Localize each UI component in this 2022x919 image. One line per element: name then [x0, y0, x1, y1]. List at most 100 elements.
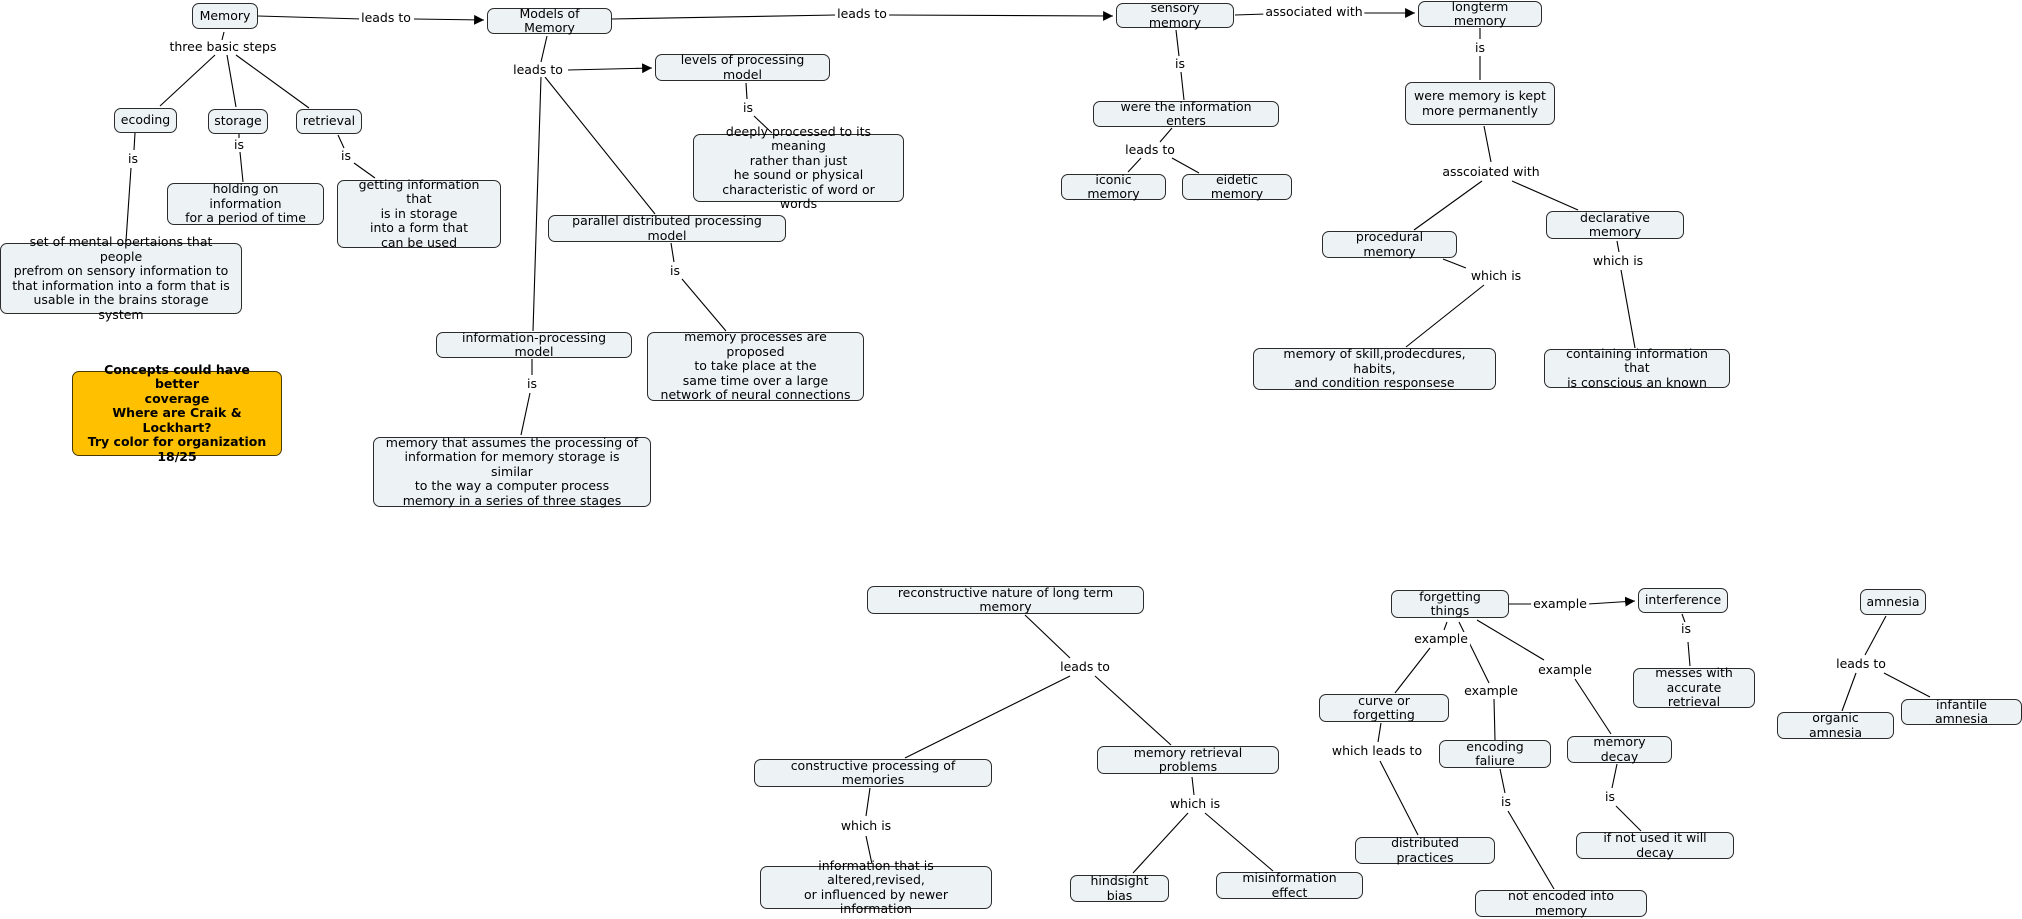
connector — [1413, 180, 1483, 231]
connector — [1024, 614, 1071, 659]
connector — [221, 31, 225, 41]
connector — [159, 54, 216, 107]
concept-were-information-enters[interactable]: were the information enters — [1093, 99, 1279, 128]
link-label: is — [1473, 40, 1487, 55]
connector — [1191, 776, 1195, 796]
connector — [1864, 615, 1887, 656]
link-label: example — [1531, 596, 1589, 611]
concept-ecoding[interactable]: ecoding — [114, 108, 177, 133]
connector — [1175, 29, 1180, 57]
connector — [1442, 258, 1467, 269]
connector — [1132, 812, 1189, 874]
link-label: is — [1679, 621, 1693, 636]
concept-constructive-processing[interactable]: constructive processing of memories — [754, 758, 992, 787]
concept-infantile-amnesia[interactable]: infantile amnesia — [1901, 697, 2022, 726]
connector — [904, 675, 1071, 759]
link-label: three basic steps — [167, 39, 279, 54]
concept-getting-information[interactable]: getting information that is in storage i… — [337, 177, 501, 250]
connector — [125, 167, 132, 242]
connector — [1405, 284, 1485, 348]
concept-information-processing[interactable]: information-processing model — [436, 330, 632, 359]
concept-messes-with-retrieval[interactable]: messes with accurate retrieval — [1633, 666, 1755, 709]
connector — [865, 787, 871, 817]
link-label: example — [1462, 683, 1520, 698]
connector — [544, 76, 656, 215]
connector — [337, 134, 345, 149]
concept-holding-information[interactable]: holding on information for a period of t… — [167, 182, 324, 225]
concept-were-memory-kept[interactable]: were memory is kept more permanently — [1405, 82, 1555, 125]
concept-storage[interactable]: storage — [208, 109, 268, 134]
concept-memory-of-skill[interactable]: memory of skill,prodecdures, habits, and… — [1253, 347, 1496, 390]
connector — [1204, 812, 1274, 872]
concept-deeply-processed[interactable]: deeply processed to its meaning rather t… — [693, 124, 904, 211]
connector — [1483, 125, 1492, 163]
concept-curve-of-forgetting[interactable]: curve or forgetting — [1319, 693, 1449, 722]
concept-retrieval[interactable]: retrieval — [296, 109, 362, 134]
concept-not-encoded[interactable]: not encoded into memory — [1475, 888, 1647, 917]
concept-if-not-used[interactable]: if not used it will decay — [1576, 830, 1734, 859]
concept-iconic-memory[interactable]: iconic memory — [1061, 172, 1166, 201]
arrow — [1587, 596, 1636, 607]
concept-encoding-failure[interactable]: encoding faliure — [1439, 739, 1551, 768]
connector — [1687, 641, 1691, 667]
link-label: is — [525, 376, 539, 391]
concept-levels-of-processing[interactable]: levels of processing model — [655, 52, 830, 81]
connector — [681, 278, 727, 332]
connector — [1611, 763, 1618, 789]
concept-forgetting-things[interactable]: forgetting things — [1391, 589, 1509, 618]
concept-interference[interactable]: interference — [1638, 588, 1728, 613]
link-label: example — [1536, 662, 1594, 677]
link-label: leads to — [835, 6, 889, 21]
link-label: leads to — [1058, 659, 1112, 674]
link-label: is — [126, 151, 140, 166]
link-label: leads to — [1123, 142, 1177, 157]
concept-eidetic-memory[interactable]: eidetic memory — [1182, 172, 1292, 201]
link-label: leads to — [1834, 656, 1888, 671]
concept-set-of-mental-operations[interactable]: set of mental opertaions that people pre… — [0, 234, 242, 321]
concept-amnesia[interactable]: amnesia — [1860, 589, 1926, 615]
link-label: is — [1603, 789, 1617, 804]
connector — [1493, 698, 1496, 741]
concept-declarative-memory[interactable]: declarative memory — [1546, 210, 1684, 239]
link-label: which is — [1590, 253, 1646, 268]
concept-memory[interactable]: Memory — [192, 3, 258, 29]
link-label: associated with — [1263, 4, 1365, 19]
connector — [1127, 157, 1142, 173]
concept-distributed-practices[interactable]: distributed practices — [1355, 835, 1495, 864]
concept-memory-processes[interactable]: memory processes are proposed to take pl… — [647, 330, 864, 402]
concept-memory-assumes[interactable]: memory that assumes the processing of in… — [373, 435, 651, 508]
grader-note: Concepts could have better coverage Wher… — [72, 362, 282, 464]
connector — [257, 15, 363, 20]
connector — [1615, 805, 1642, 832]
connector — [745, 82, 748, 100]
concept-memory-decay[interactable]: memory decay — [1567, 734, 1672, 763]
connector — [865, 835, 873, 865]
concept-parallel-distributed[interactable]: parallel distributed processing model — [548, 213, 786, 242]
concept-models-of-memory[interactable]: Models of Memory — [487, 6, 612, 35]
concept-memory-retrieval-problems[interactable]: memory retrieval problems — [1097, 745, 1279, 774]
concept-hindsight-bias[interactable]: hindsight bias — [1070, 873, 1169, 902]
connector — [1574, 678, 1612, 735]
concept-reconstructive-nature[interactable]: reconstructive nature of long term memor… — [867, 585, 1144, 614]
concept-containing-information[interactable]: containing information that is conscious… — [1544, 346, 1730, 390]
connector — [1476, 619, 1545, 661]
connector — [1443, 621, 1448, 631]
link-label: is — [339, 148, 353, 163]
concept-longterm-memory[interactable]: longterm memory — [1418, 0, 1542, 28]
concept-misinformation-effect[interactable]: misinformation effect — [1216, 870, 1363, 899]
concept-organic-amnesia[interactable]: organic amnesia — [1777, 710, 1894, 739]
concept-sensory-memory[interactable]: sensory memory — [1116, 0, 1234, 29]
link-label: which is — [838, 818, 894, 833]
link-label: is — [741, 100, 755, 115]
connector — [1620, 269, 1636, 349]
connector — [1377, 722, 1382, 743]
link-label: is — [232, 137, 246, 152]
concept-procedural-memory[interactable]: procedural memory — [1322, 229, 1457, 258]
connector — [1180, 71, 1185, 101]
link-label: which is — [1167, 796, 1223, 811]
link-label: leads to — [359, 10, 413, 25]
concept-information-altered[interactable]: information that is altered,revised, or … — [760, 858, 992, 916]
connector — [753, 115, 773, 134]
connector — [235, 54, 310, 109]
